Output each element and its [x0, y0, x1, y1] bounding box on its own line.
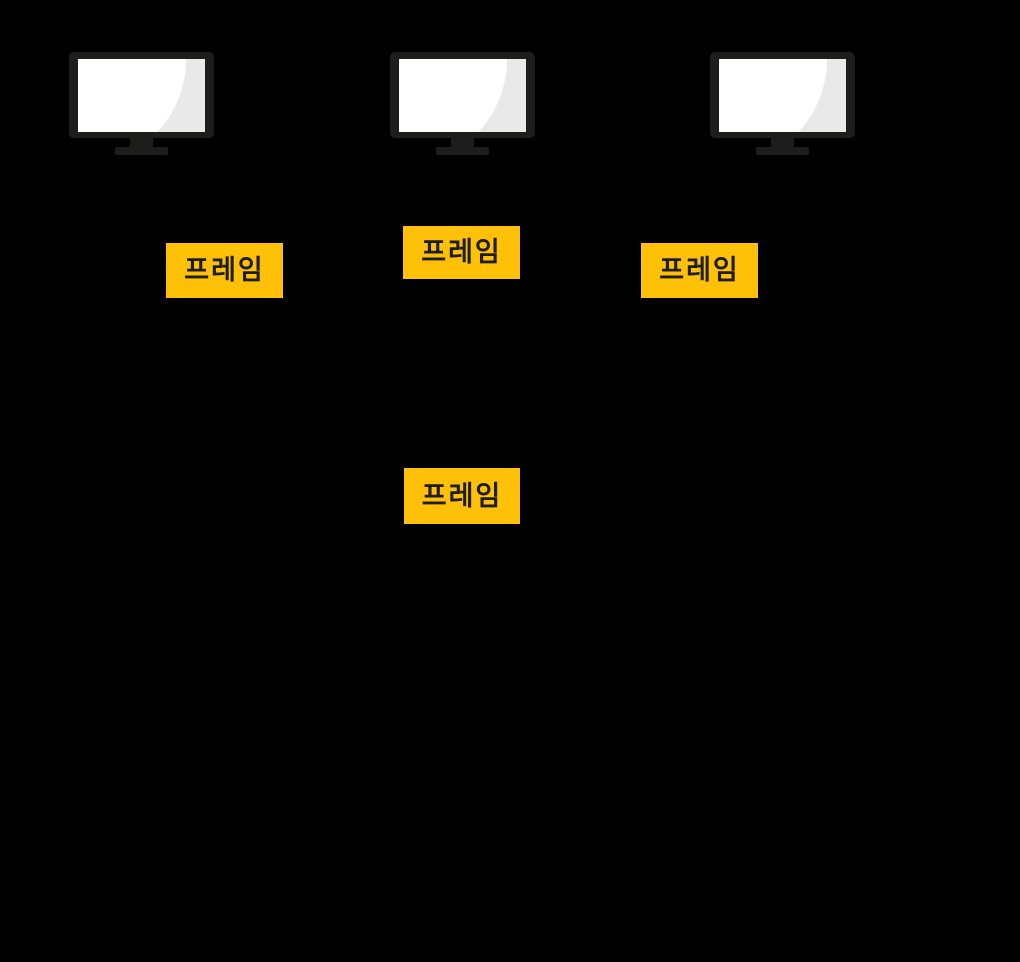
- frame-label: 프레임: [166, 243, 283, 298]
- monitor-stand-base: [436, 147, 489, 155]
- frame-label: 프레임: [403, 226, 520, 279]
- monitor-stand-base: [756, 147, 809, 155]
- monitor-screen: [719, 59, 827, 132]
- monitor-stand-neck: [771, 138, 794, 148]
- monitor-icon: [390, 52, 535, 155]
- monitor-stand-base: [115, 147, 168, 155]
- monitor-icon: [69, 52, 214, 155]
- monitor-screen: [399, 59, 507, 132]
- monitor-screen: [78, 59, 186, 132]
- frame-label: 프레임: [641, 243, 758, 298]
- monitor-icon: [710, 52, 855, 155]
- monitor-stand-neck: [130, 138, 153, 148]
- monitor-stand-neck: [451, 138, 474, 148]
- frame-label: 프레임: [404, 468, 520, 524]
